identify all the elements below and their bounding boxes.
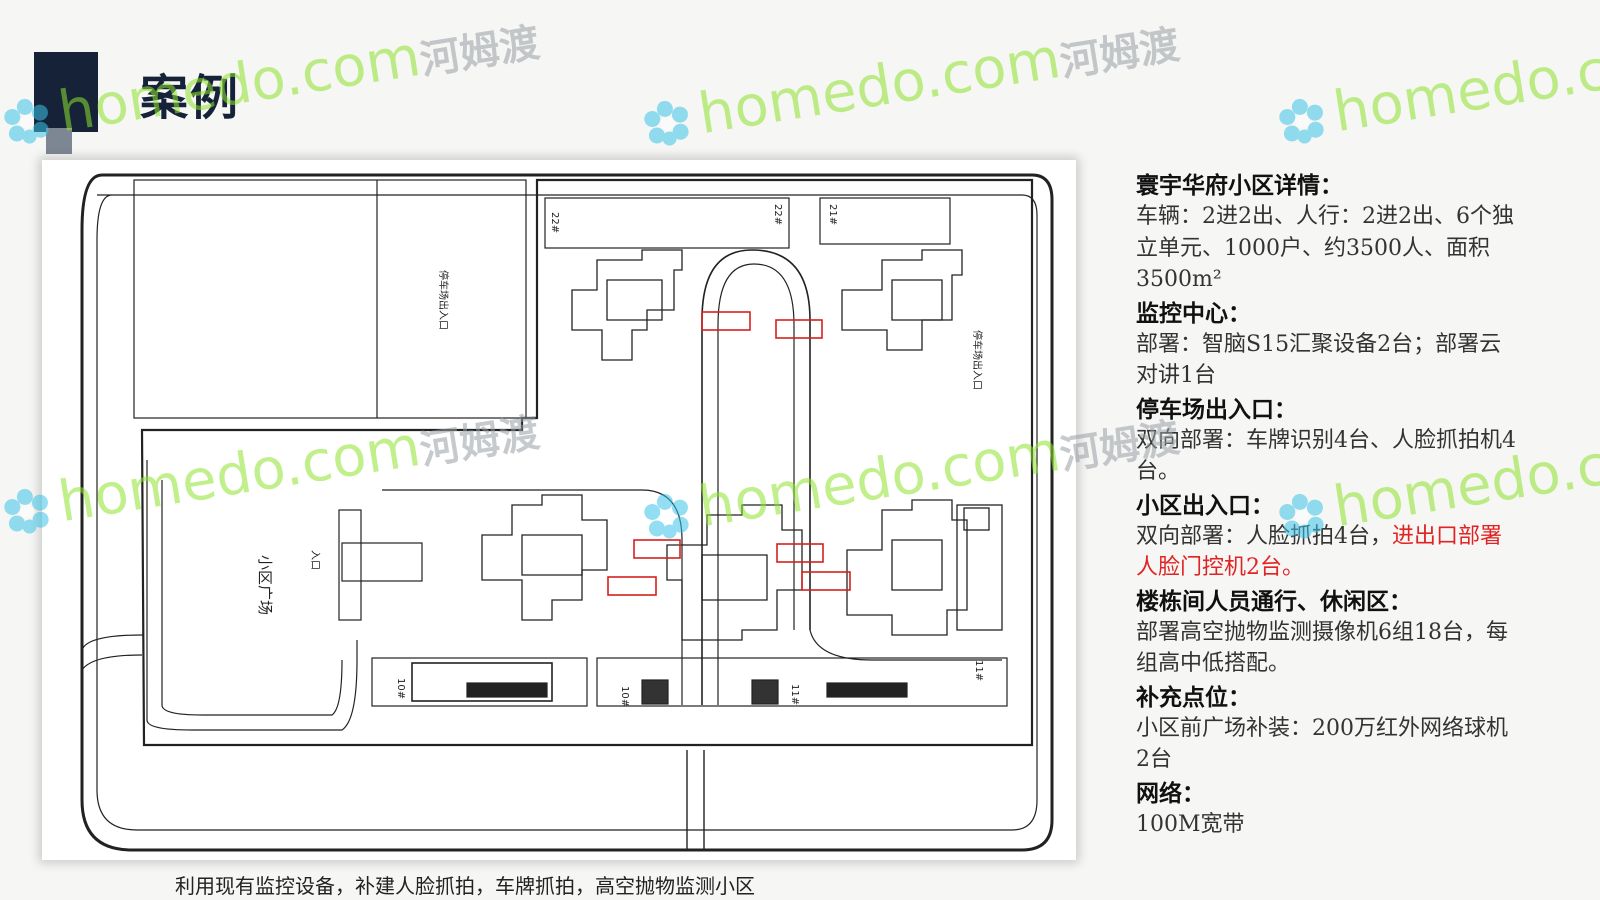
loop-road-inner xyxy=(717,263,795,705)
label-entrance: 入口 xyxy=(309,550,320,570)
site-block xyxy=(140,178,1034,747)
section-title: 监控中心： xyxy=(1136,299,1251,327)
tower-nw xyxy=(571,249,683,361)
label-plaza: 小区广场 xyxy=(256,555,274,615)
section-body: 小区前广场补装：200万红外网络球机2台 xyxy=(1136,715,1508,773)
north-block-right xyxy=(819,197,951,245)
label-building-10a: 10# xyxy=(395,678,406,699)
tower-sw xyxy=(481,494,608,621)
label-building-10b: 10# xyxy=(619,686,630,707)
site-plan-drawing: 停车场出入口 停车场出入口 22# 22# 21# 10# 10# 11# 11… xyxy=(80,173,1054,852)
watermark-text-cn: 河姆渡 xyxy=(1057,21,1183,87)
watermark-text-cn: 河姆渡 xyxy=(417,19,543,85)
tower-s xyxy=(666,504,803,641)
label-building-21: 21# xyxy=(827,204,838,225)
section-network: 网络： 100M宽带 xyxy=(1136,778,1516,841)
label-parking-a: 停车场出入口 xyxy=(437,270,450,330)
loop-road-outer xyxy=(701,249,811,705)
title-mark-square xyxy=(46,128,72,154)
tower-ne xyxy=(841,249,963,351)
section-community-entrance: 小区出入口： 双向部署：人脸抓拍4台，进出口部署人脸门控机2台。 xyxy=(1136,490,1516,584)
label-building-22b: 22# xyxy=(772,204,783,225)
section-body: 部署：智脑S15汇聚设备2台；部署云对讲1台 xyxy=(1136,331,1502,389)
plan-caption: 利用现有监控设备，补建人脸抓拍，车牌抓拍，高空抛物监测小区 xyxy=(175,874,755,898)
label-building-22a: 22# xyxy=(549,212,560,233)
section-title: 小区出入口： xyxy=(1136,491,1274,519)
section-body: 双向部署：车牌识别4台、人脸抓拍机4台。 xyxy=(1136,427,1516,485)
section-title: 补充点位： xyxy=(1136,683,1251,711)
title-mark-block xyxy=(34,52,98,132)
watermark: homedo.com河姆渡 xyxy=(635,7,1183,156)
section-monitoring-center: 监控中心： 部署：智脑S15汇聚设备2台；部署云对讲1台 xyxy=(1136,298,1516,392)
outer-boundary xyxy=(80,173,1054,852)
south-block-right xyxy=(596,657,1008,707)
north-block-left xyxy=(544,197,790,249)
section-title: 停车场出入口： xyxy=(1136,395,1297,423)
section-parking-entrance: 停车场出入口： 双向部署：车牌识别4台、人脸抓拍机4台。 xyxy=(1136,394,1516,488)
watermark-text-en: homedo.com xyxy=(694,25,1065,148)
section-title: 寰宇华府小区详情： xyxy=(1136,172,1343,199)
label-parking-b: 停车场出入口 xyxy=(971,330,984,390)
section-overview: 寰宇华府小区详情： 车辆：2进2出、人行：2进2出、6个独立单元、1000户、约… xyxy=(1136,170,1516,296)
label-building-11a: 11# xyxy=(789,684,800,705)
inner-road-edge xyxy=(96,194,1038,831)
section-body: 部署高空抛物监测摄像机6组18台，每组高中低搭配。 xyxy=(1136,619,1508,677)
parking-lot-upper xyxy=(133,179,527,419)
section-body: 车辆：2进2出、人行：2进2出、6个独立单元、1000户、约3500人、面积35… xyxy=(1136,204,1514,292)
south-block-left xyxy=(371,657,588,707)
section-supplementary-points: 补充点位： 小区前广场补装：200万红外网络球机2台 xyxy=(1136,682,1516,776)
entrance-structure xyxy=(341,542,423,582)
section-body: 100M宽带 xyxy=(1136,811,1245,837)
tower-se xyxy=(846,499,1003,636)
section-building-walkways: 楼栋间人员通行、休闲区： 部署高空抛物监测摄像机6组18台，每组高中低搭配。 xyxy=(1136,586,1516,680)
section-title: 楼栋间人员通行、休闲区： xyxy=(1136,587,1412,615)
label-building-11b: 11# xyxy=(973,660,984,681)
site-plan: 停车场出入口 停车场出入口 22# 22# 21# 10# 10# 11# 11… xyxy=(42,160,1076,860)
page-title: 案例 xyxy=(140,70,241,126)
flower-logo-icon xyxy=(644,100,689,146)
section-body-highlight: 进出口部署人脸门控机2台。 xyxy=(1136,523,1503,581)
section-body-text: 双向部署：人脸抓拍4台， xyxy=(1136,523,1392,549)
details-panel: 寰宇华府小区详情： 车辆：2进2出、人行：2进2出、6个独立单元、1000户、约… xyxy=(1136,168,1516,840)
flower-logo-icon xyxy=(1279,98,1324,144)
watermark-text-en: homedo.com xyxy=(1329,23,1600,146)
watermark: homedo.com xyxy=(1270,24,1600,155)
section-body: 双向部署：人脸抓拍4台，进出口部署人脸门控机2台。 xyxy=(1136,521,1516,584)
section-title: 网络： xyxy=(1136,779,1205,807)
